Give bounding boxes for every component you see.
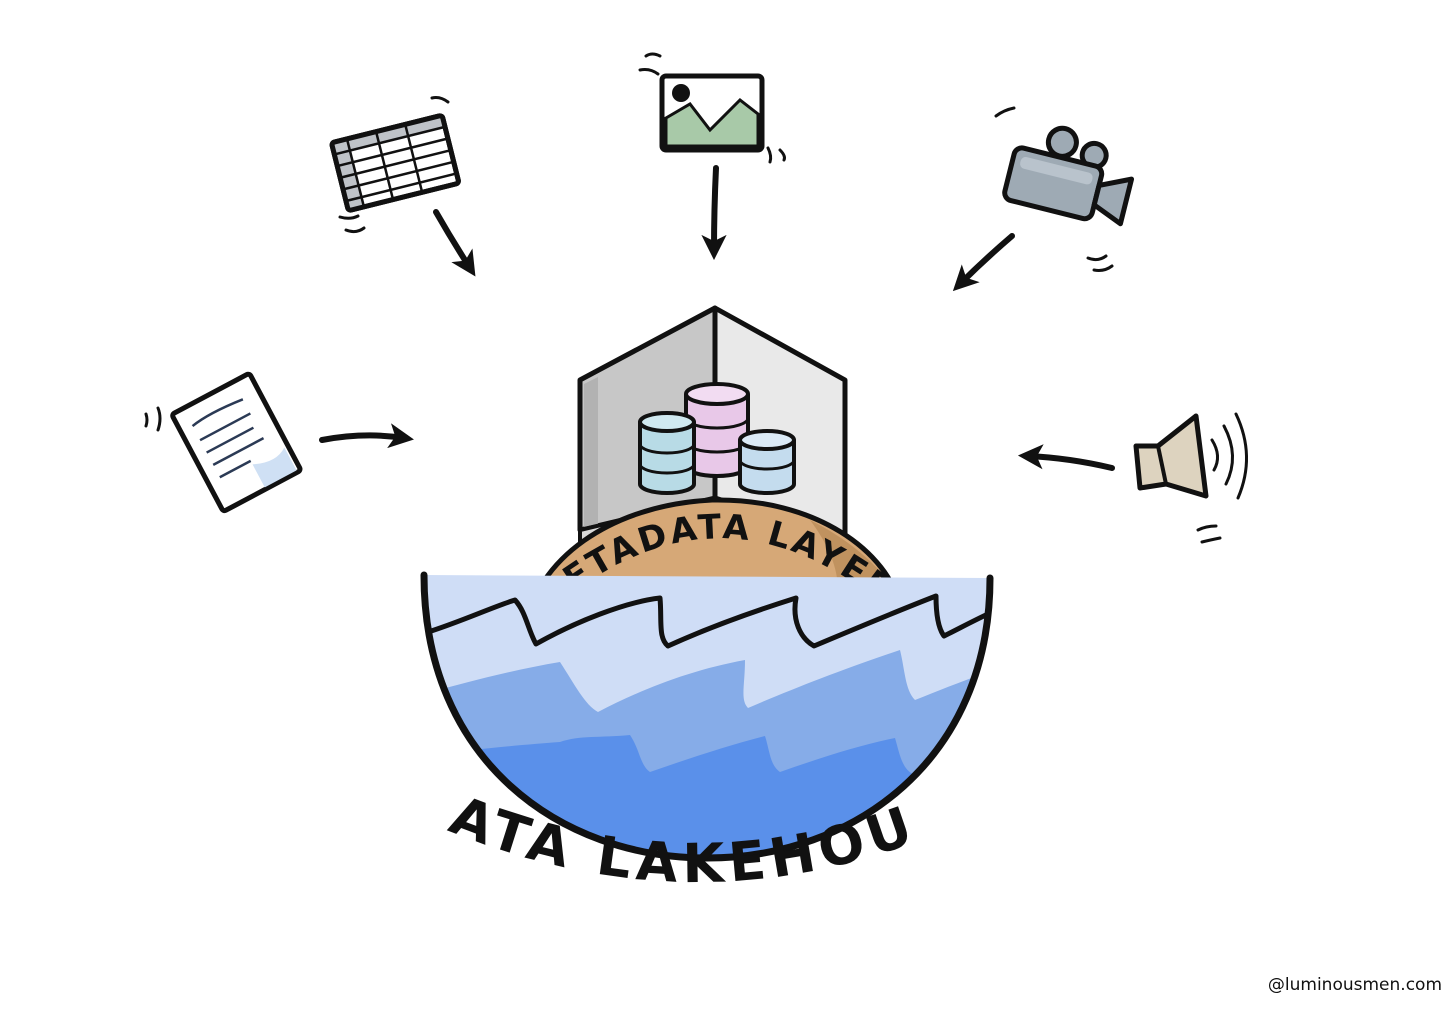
motion-mark — [144, 406, 162, 432]
lake-bowl-outline — [420, 571, 994, 862]
motion-mark — [766, 146, 786, 164]
database-pink-icon — [684, 382, 750, 478]
arrow-camera-to-lakehouse — [952, 233, 1015, 292]
speaker-icon — [1133, 412, 1248, 500]
motion-mark — [338, 214, 366, 234]
arrow-speaker-to-lakehouse — [1017, 444, 1115, 471]
motion-mark — [430, 96, 450, 104]
arrow-spreadsheet-to-lakehouse — [433, 209, 476, 277]
motion-mark — [638, 52, 662, 76]
credit-watermark: @luminousmen.com — [1267, 975, 1442, 995]
database-blue-left-icon — [638, 411, 696, 495]
motion-mark — [1086, 254, 1114, 272]
document-icon — [170, 371, 303, 514]
wave-outline — [427, 593, 990, 649]
arrow-document-to-lakehouse — [319, 423, 414, 449]
arrow-image-to-lakehouse — [701, 165, 727, 261]
video-camera-icon — [1002, 125, 1135, 227]
database-blue-right-icon — [738, 429, 796, 495]
motion-mark — [994, 106, 1016, 118]
motion-mark — [1196, 524, 1222, 544]
image-icon — [659, 73, 765, 153]
spreadsheet-icon — [329, 113, 461, 213]
